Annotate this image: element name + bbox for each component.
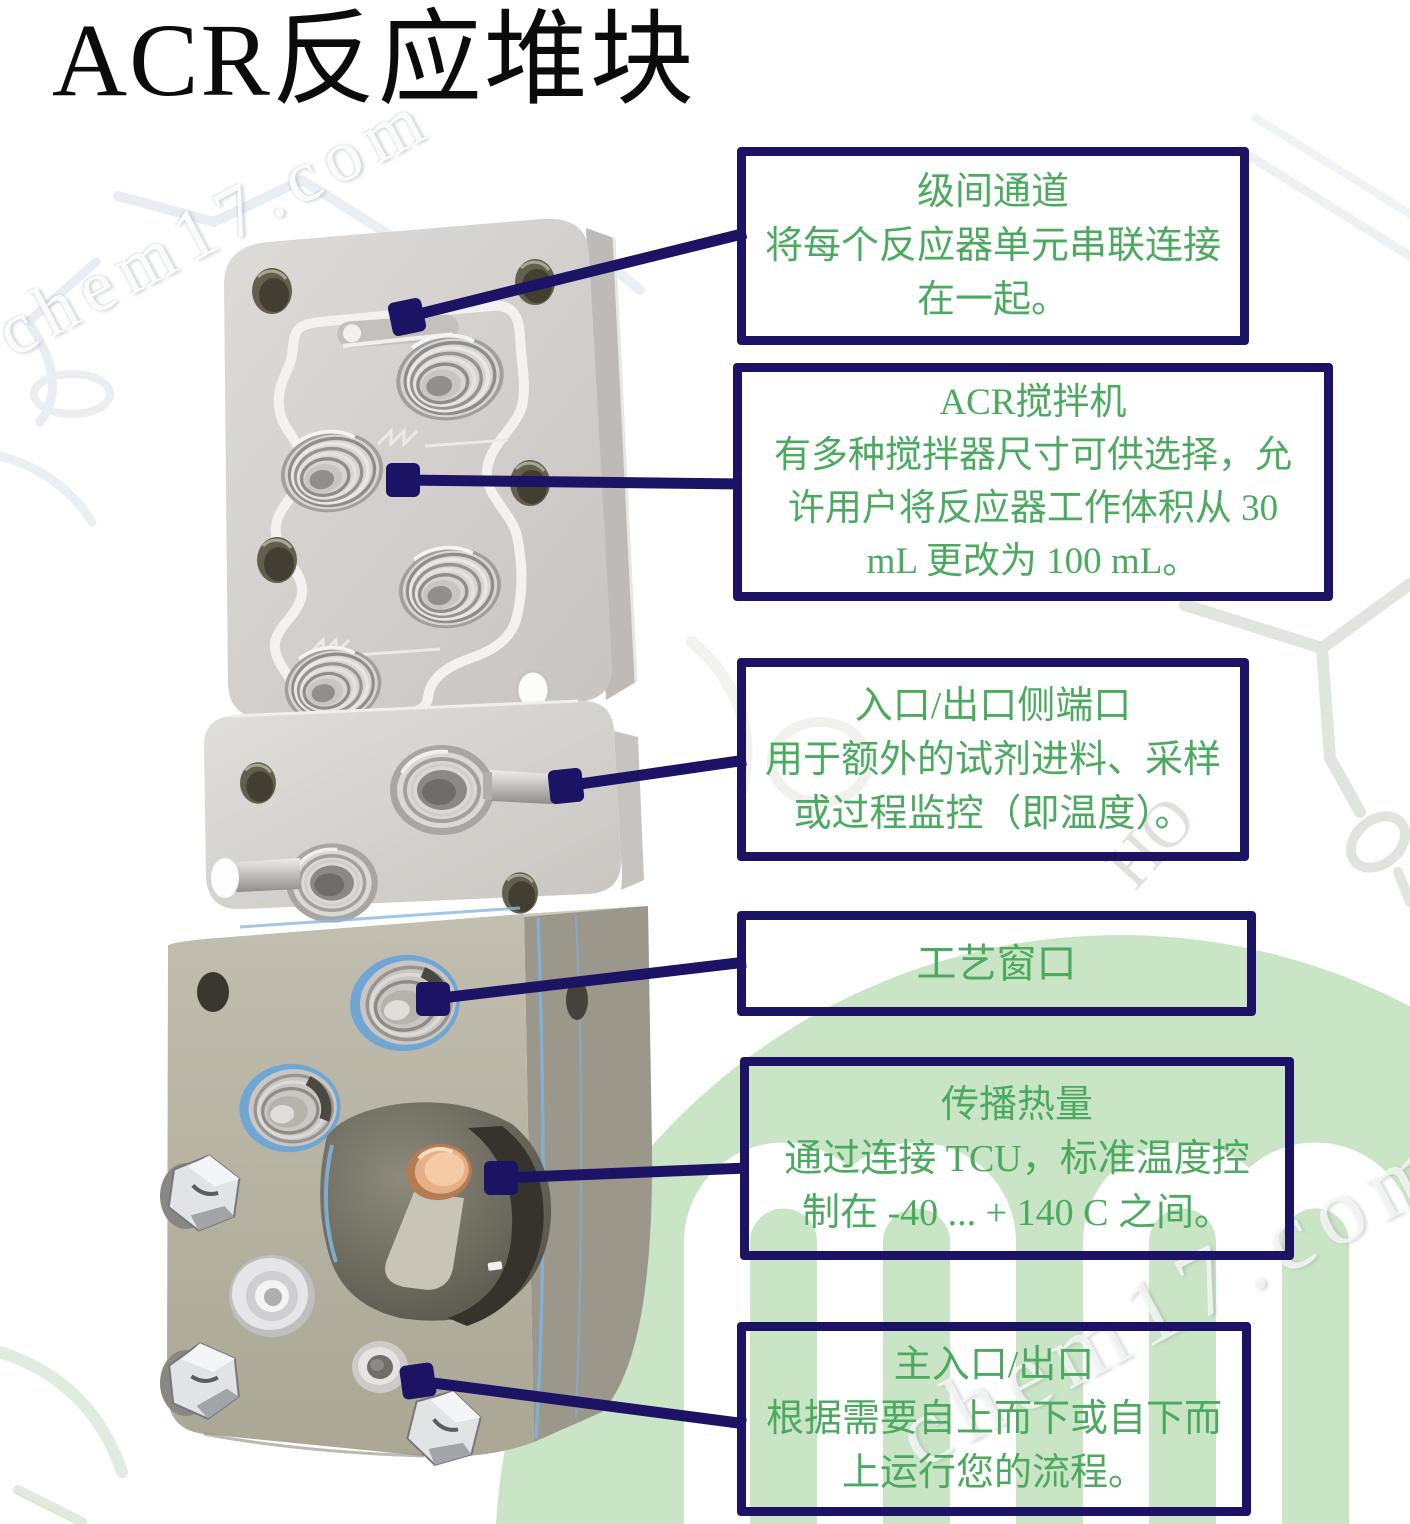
callout-line: 上运行您的流程。	[841, 1452, 1146, 1494]
callout-title: 入口/出口侧端口	[854, 684, 1132, 727]
marker-acr-agitator	[386, 463, 420, 497]
leader-line-heat-transfer	[500, 1162, 748, 1184]
copper-insert	[406, 1143, 472, 1201]
marker-interstage-channel	[387, 297, 427, 337]
callout-line: 制在 -40 ... + 140 C 之间。	[802, 1191, 1232, 1234]
callout-title: 主入口/出口	[893, 1344, 1095, 1386]
callout-line: 将每个反应器单元串联连接	[764, 225, 1221, 267]
leader-line-interstage-channel	[405, 227, 748, 323]
washer-ring	[229, 1255, 315, 1337]
callout-title: ACR搅拌机	[939, 382, 1127, 423]
lower-block	[160, 906, 653, 1475]
callout-title: 工艺窗口	[916, 940, 1077, 986]
callout-inlet-outlet-side-ports: 入口/出口侧端口 用于额外的试剂进料、采样 或过程监控（即温度）。	[737, 658, 1249, 861]
callout-line: mL 更改为 100 mL。	[866, 541, 1200, 582]
logo-mm-letters	[684, 1142, 1410, 1524]
callout-process-window: 工艺窗口	[737, 911, 1256, 1016]
blue-seam	[574, 914, 583, 1419]
bolt-hole	[238, 760, 278, 806]
main-inlet-outlet-port	[352, 1341, 408, 1393]
leader-line-acr-agitator	[402, 474, 743, 490]
callout-heat-transfer: 传播热量 通过连接 TCU，标准温度控 制在 -40 ... + 140 C 之…	[740, 1057, 1294, 1260]
marker-process-window	[416, 982, 450, 1016]
blue-seam	[239, 906, 521, 929]
callout-line: 根据需要自上而下或自下而	[765, 1398, 1222, 1440]
heat-transfer-cutaway	[320, 1102, 552, 1326]
bolt-hole	[255, 535, 299, 585]
callout-line: 在一起。	[916, 279, 1069, 321]
side-port-left	[211, 841, 380, 925]
leader-line-side-ports	[565, 754, 747, 792]
callout-acr-agitator: ACR搅拌机 有多种搅拌器尺寸可供选择，允 许用户将反应器工作体积从 30 mL…	[733, 363, 1333, 601]
callout-leaders	[402, 227, 748, 1430]
callout-line: 或过程监控（即温度）。	[793, 792, 1193, 835]
callout-title: 传播热量	[940, 1083, 1093, 1126]
marker-main-inlet-outlet	[399, 1362, 437, 1400]
marker-heat-transfer	[484, 1161, 518, 1195]
callout-main-inlet-outlet: 主入口/出口 根据需要自上而下或自下而 上运行您的流程。	[737, 1322, 1251, 1516]
bolt-hole	[250, 266, 294, 316]
callout-title: 级间通道	[916, 171, 1069, 213]
bolt-hole	[566, 980, 588, 1020]
callout-line: 用于额外的试剂进料、采样	[764, 738, 1221, 781]
callout-line: 有多种搅拌器尺寸可供选择，允	[774, 435, 1292, 476]
marker-side-ports	[547, 767, 585, 805]
bolt-hole	[197, 972, 229, 1012]
leader-line-process-window	[432, 956, 747, 1005]
page-title: ACR反应堆块	[52, 3, 696, 118]
callout-line: 通过连接 TCU，标准温度控	[784, 1137, 1250, 1180]
callout-interstage-channel: 级间通道 将每个反应器单元串联连接 在一起。	[737, 147, 1249, 345]
leader-line-main-inlet-outlet	[417, 1375, 747, 1430]
side-port-band	[203, 699, 644, 925]
callout-markers	[386, 297, 585, 1400]
callout-line: 许用户将反应器工作体积从 30	[787, 488, 1279, 529]
